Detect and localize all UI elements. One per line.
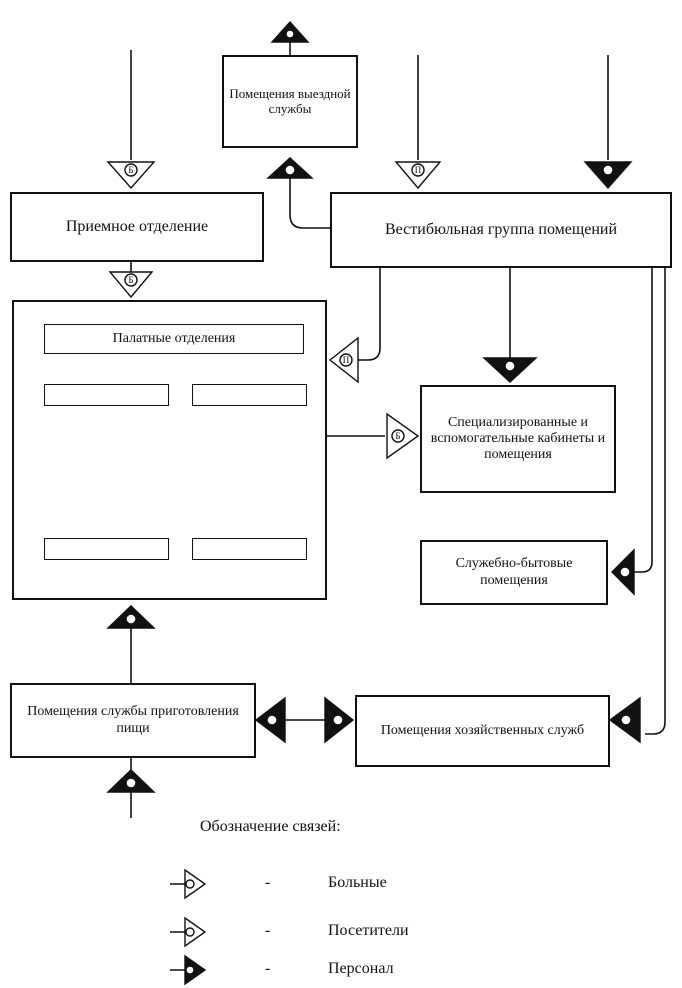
staff-marker-icon [324,696,355,744]
staff-marker-icon [608,696,641,744]
staff-marker-icon [583,161,633,190]
legend-title: Обозначение связей: [200,818,341,835]
svg-text:П: П [415,165,422,175]
ward-bar [192,538,307,560]
staff-marker-icon [270,20,310,43]
visitor-marker-icon: П [328,336,359,384]
patient-marker-icon: Б [386,412,420,460]
legend-patient-icon [170,868,207,900]
node-vestibule: Вестибюльная группа помещений [330,192,672,268]
legend-visitor-icon [170,916,207,948]
node-vestibule-label: Вестибюльная группа помещений [385,220,617,238]
line-outing-vestibule [289,178,330,229]
legend-label-visitors: Посетители [328,922,409,939]
legend-dash: - [265,922,271,939]
node-wards: Палатные отделения [12,300,327,600]
svg-text:Б: Б [395,431,400,441]
node-reception: Приемное отделение [10,192,264,262]
legend-item-visitors: - Посетители [150,918,510,948]
node-food-service-label: Помещения службы приготовления пищи [27,704,239,736]
line-vestibule-service [632,268,653,573]
node-service-rooms: Служебно-бытовые помещения [420,540,608,605]
node-household: Помещения хозяйственных служб [355,695,610,767]
node-specialized-label: Специализированные и вспомогательные каб… [430,414,606,463]
node-specialized: Специализированные и вспомогательные каб… [420,385,616,493]
node-household-label: Помещения хозяйственных служб [380,722,585,738]
ward-bar [44,538,169,560]
node-reception-label: Приемное отделение [65,217,209,235]
ward-bar [192,384,307,406]
staff-marker-icon [254,696,286,744]
staff-marker-icon [106,769,156,793]
node-wards-label: Палатные отделения [112,330,236,346]
legend-staff-icon [170,954,207,986]
legend-item-patients: - Больные [150,870,510,900]
visitor-marker-icon: П [394,161,442,190]
staff-marker-icon [266,157,314,179]
staff-marker-icon [482,357,538,383]
patient-marker-icon: Б [108,271,154,299]
node-outing-service: Помещения выездной службы [222,55,358,148]
markers: Б П Б П Б [106,20,641,986]
line-vestibule-wards [358,268,381,361]
ward-bar [44,384,169,406]
svg-text:П: П [343,355,350,365]
node-food-service: Помещения службы приготовления пищи [10,683,256,758]
node-wards-title: Палатные отделения [44,324,304,354]
patient-marker-icon: Б [106,161,156,190]
node-service-rooms-label: Служебно-бытовые помещения [455,556,573,588]
legend-label-staff: Персонал [328,960,394,977]
svg-text:Б: Б [128,165,133,175]
line-vestibule-household [645,268,666,735]
legend-dash: - [265,960,271,977]
legend-label-patients: Больные [328,874,387,891]
legend-dash: - [265,874,271,891]
staff-marker-icon [611,548,635,596]
staff-marker-icon [106,605,156,629]
svg-text:Б: Б [128,275,133,285]
node-outing-service-label: Помещения выездной службы [229,85,351,116]
legend-item-staff: - Персонал [150,956,510,986]
